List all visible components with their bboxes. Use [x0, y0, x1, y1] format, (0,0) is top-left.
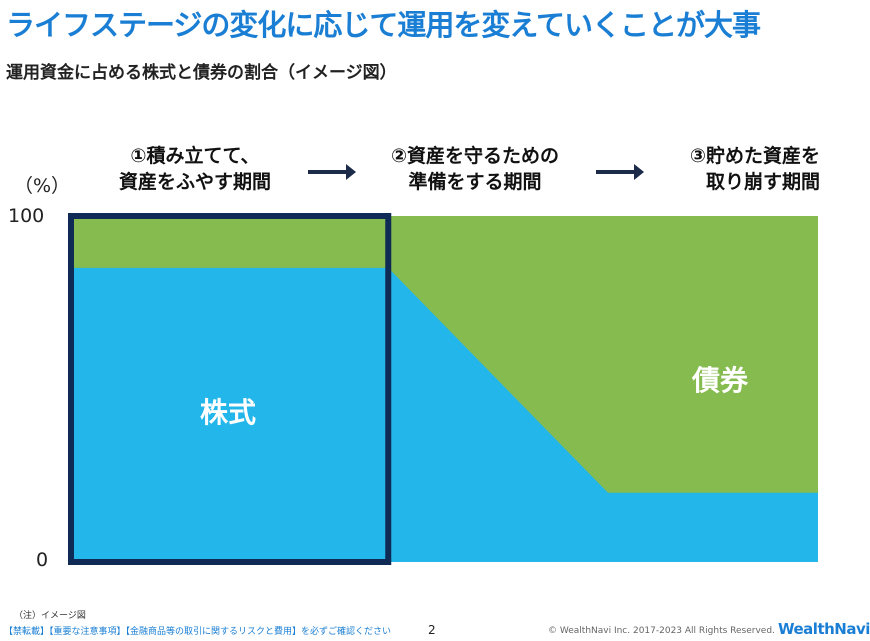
wealthnavi-logo: WealthNavi: [778, 620, 870, 638]
arrow-right-icon: [308, 164, 356, 180]
chart-subtitle: 運用資金に占める株式と債券の割合（イメージ図）: [6, 63, 397, 83]
phase-1-line2: 資産をふやす期間: [118, 171, 271, 193]
footnote: （注）イメージ図: [14, 611, 86, 621]
y-tick-100: 100: [8, 205, 45, 227]
phase-2-label: ②資産を守るための 準備をする期間: [365, 143, 585, 195]
phase-2-line1: ②資産を守るための: [390, 145, 560, 167]
phase-1-highlight-box: [68, 213, 392, 565]
disclaimer: 【禁転載】【重要な注意事項】【金融商品等の取引に関するリスクと費用】を必ずご確認…: [4, 627, 392, 637]
page-number: 2: [428, 623, 436, 637]
phase-1-label: ①積み立てて、 資産をふやす期間: [95, 143, 295, 195]
stock-area: [68, 267, 818, 562]
y-axis-unit: （%）: [14, 175, 71, 197]
phase-1-line1: ①積み立てて、: [130, 145, 260, 167]
copyright: © WealthNavi Inc. 2017-2023 All Rights R…: [548, 626, 775, 636]
arrow-right-icon: [596, 164, 644, 180]
bond-series-label: 債券: [691, 364, 749, 397]
stock-series-label: 株式: [200, 396, 256, 429]
phase-2-line2: 準備をする期間: [408, 171, 542, 193]
phase-3-label: ③貯めた資産を 取り崩す期間: [640, 143, 820, 195]
phase-3-line2: 取り崩す期間: [705, 171, 820, 193]
y-tick-0: 0: [36, 549, 49, 571]
page-title: ライフステージの変化に応じて運用を変えていくことが大事: [6, 8, 761, 42]
phase-3-line1: ③貯めた資産を: [689, 145, 820, 167]
